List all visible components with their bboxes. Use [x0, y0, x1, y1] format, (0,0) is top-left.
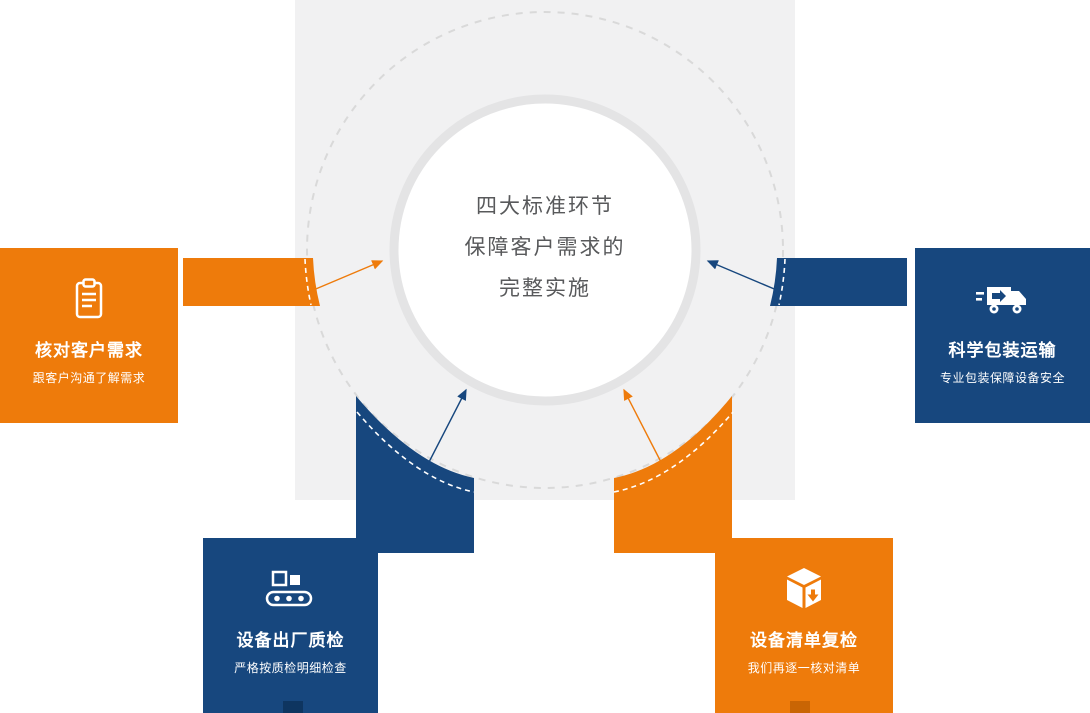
ribbon-top-right-stitch	[778, 258, 786, 306]
step-title: 科学包装运输	[948, 341, 1057, 360]
step-card-quality-inspection: 设备出厂质检 严格按质检明细检查	[203, 538, 378, 713]
step-card-packaging-shipping: 科学包装运输 专业包装保障设备安全	[915, 248, 1090, 423]
fold-tab-right	[790, 701, 810, 713]
ribbon-bottom-left-stitch	[356, 411, 475, 493]
step-card-verify-needs: 核对客户需求 跟客户沟通了解需求	[0, 248, 178, 423]
truck-icon	[975, 272, 1031, 326]
clipboard-icon	[65, 272, 113, 326]
center-title-line-3: 完整实施	[499, 277, 591, 300]
step-subtitle: 跟客户沟通了解需求	[32, 371, 146, 385]
step-subtitle: 严格按质检明细检查	[234, 661, 347, 675]
ribbon-top-right	[770, 258, 907, 306]
ribbon-bottom-right-stitch	[613, 411, 734, 493]
ribbon-bottom-right	[614, 396, 732, 553]
pointer-arrow-bottom-right	[623, 388, 663, 465]
pointer-arrow-top-right	[706, 260, 780, 292]
step-subtitle: 专业包装保障设备安全	[939, 371, 1065, 385]
pointer-arrow-top-left	[310, 260, 384, 292]
ribbon-top-left-stitch	[304, 258, 312, 306]
ribbon-bottom-left	[356, 396, 474, 553]
step-subtitle: 我们再逐一核对清单	[747, 661, 861, 675]
step-title: 设备清单复检	[750, 631, 858, 650]
package-icon	[780, 562, 828, 616]
step-title: 设备出厂质检	[236, 631, 345, 650]
fold-tab-left	[283, 701, 303, 713]
step-card-list-recheck: 设备清单复检 我们再逐一核对清单	[715, 538, 893, 713]
center-title-line-1: 四大标准环节	[476, 195, 614, 218]
pointer-arrow-bottom-left	[427, 388, 467, 465]
center-title: 四大标准环节 保障客户需求的 完整实施	[395, 186, 695, 309]
step-title: 核对客户需求	[35, 341, 143, 360]
dashed-circle	[306, 11, 784, 489]
center-title-line-2: 保障客户需求的	[464, 236, 626, 259]
ribbon-top-left	[183, 258, 320, 306]
center-circle	[389, 94, 701, 406]
conveyor-icon	[263, 562, 319, 616]
